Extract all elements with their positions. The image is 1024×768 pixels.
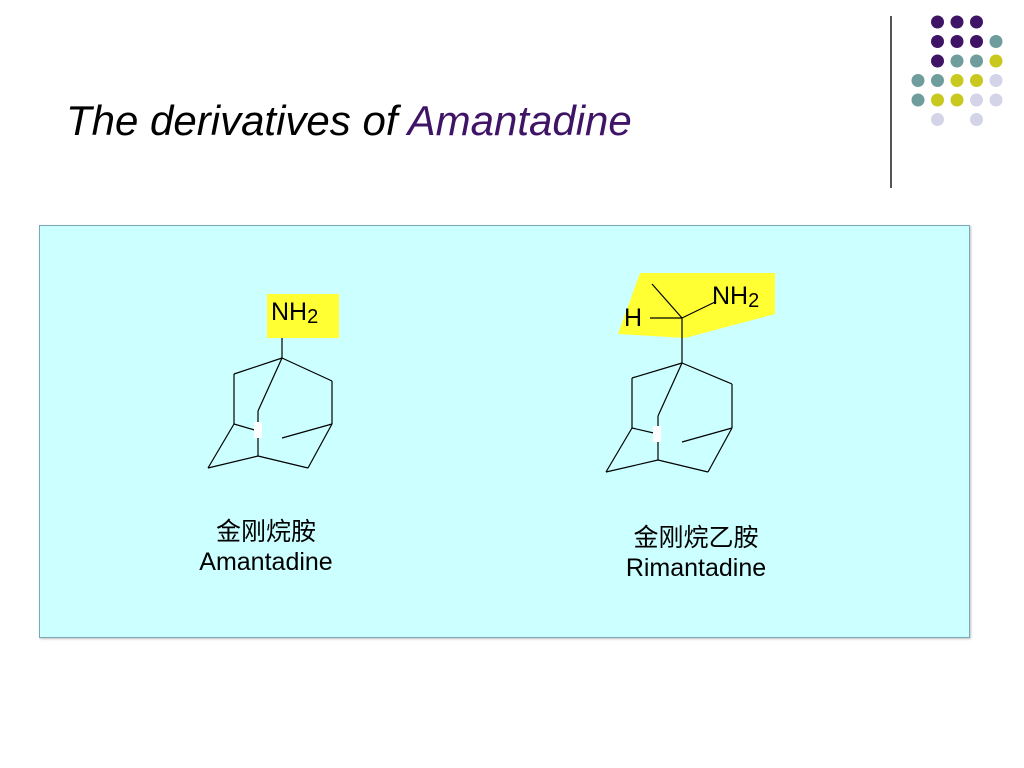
decorative-dot — [970, 74, 983, 87]
slide-title: The derivatives of Amantadine — [66, 97, 632, 144]
rimantadine-amine-label: NH2 — [712, 282, 760, 312]
decorative-dot — [970, 113, 983, 126]
rimantadine-hydrogen-label: H — [624, 304, 643, 332]
decorative-dot — [950, 54, 964, 68]
rimantadine-chinese-name: 金刚烷乙胺 — [633, 523, 759, 552]
decorative-dot — [950, 74, 964, 87]
decorative-dot — [950, 35, 964, 48]
amantadine-english-name: Amantadine — [199, 548, 333, 577]
amantadine-structure — [207, 338, 333, 469]
amantadine-caption: 金刚烷胺 Amantadine — [136, 516, 396, 579]
rimantadine-english-name: Rimantadine — [625, 554, 767, 583]
decorative-dot — [970, 54, 983, 68]
rimantadine-caption: 金刚烷乙胺 Rimantadine — [566, 522, 826, 585]
decorative-dot — [931, 54, 944, 68]
decorative-dot — [989, 74, 1003, 87]
structures-panel: NH2 金刚烷胺 Amantadine NH2 H — [39, 225, 970, 638]
amine-group-label: NH2 — [271, 298, 319, 328]
decorative-dot — [950, 93, 964, 107]
title-prefix: The derivatives of — [66, 97, 408, 144]
decorative-dot — [931, 93, 944, 107]
decorative-dot — [931, 35, 944, 48]
decorative-dot — [950, 15, 964, 29]
decorative-dot — [970, 35, 983, 48]
decorative-dot — [989, 93, 1003, 107]
decorative-dot — [911, 93, 925, 107]
decorative-dot — [911, 74, 925, 87]
amantadine-chinese-name: 金刚烷胺 — [215, 517, 316, 546]
decorative-dot — [931, 113, 944, 126]
decorative-dot — [970, 93, 983, 107]
decorative-dot — [989, 54, 1003, 68]
decorative-dot — [931, 74, 944, 87]
rimantadine-structure — [605, 283, 733, 473]
title-accent: Amantadine — [407, 97, 632, 144]
decorative-dot — [970, 15, 983, 29]
decorative-divider — [890, 16, 892, 188]
decorative-dot — [989, 35, 1003, 48]
decorative-dot — [931, 15, 944, 29]
amine-highlight — [267, 294, 339, 338]
